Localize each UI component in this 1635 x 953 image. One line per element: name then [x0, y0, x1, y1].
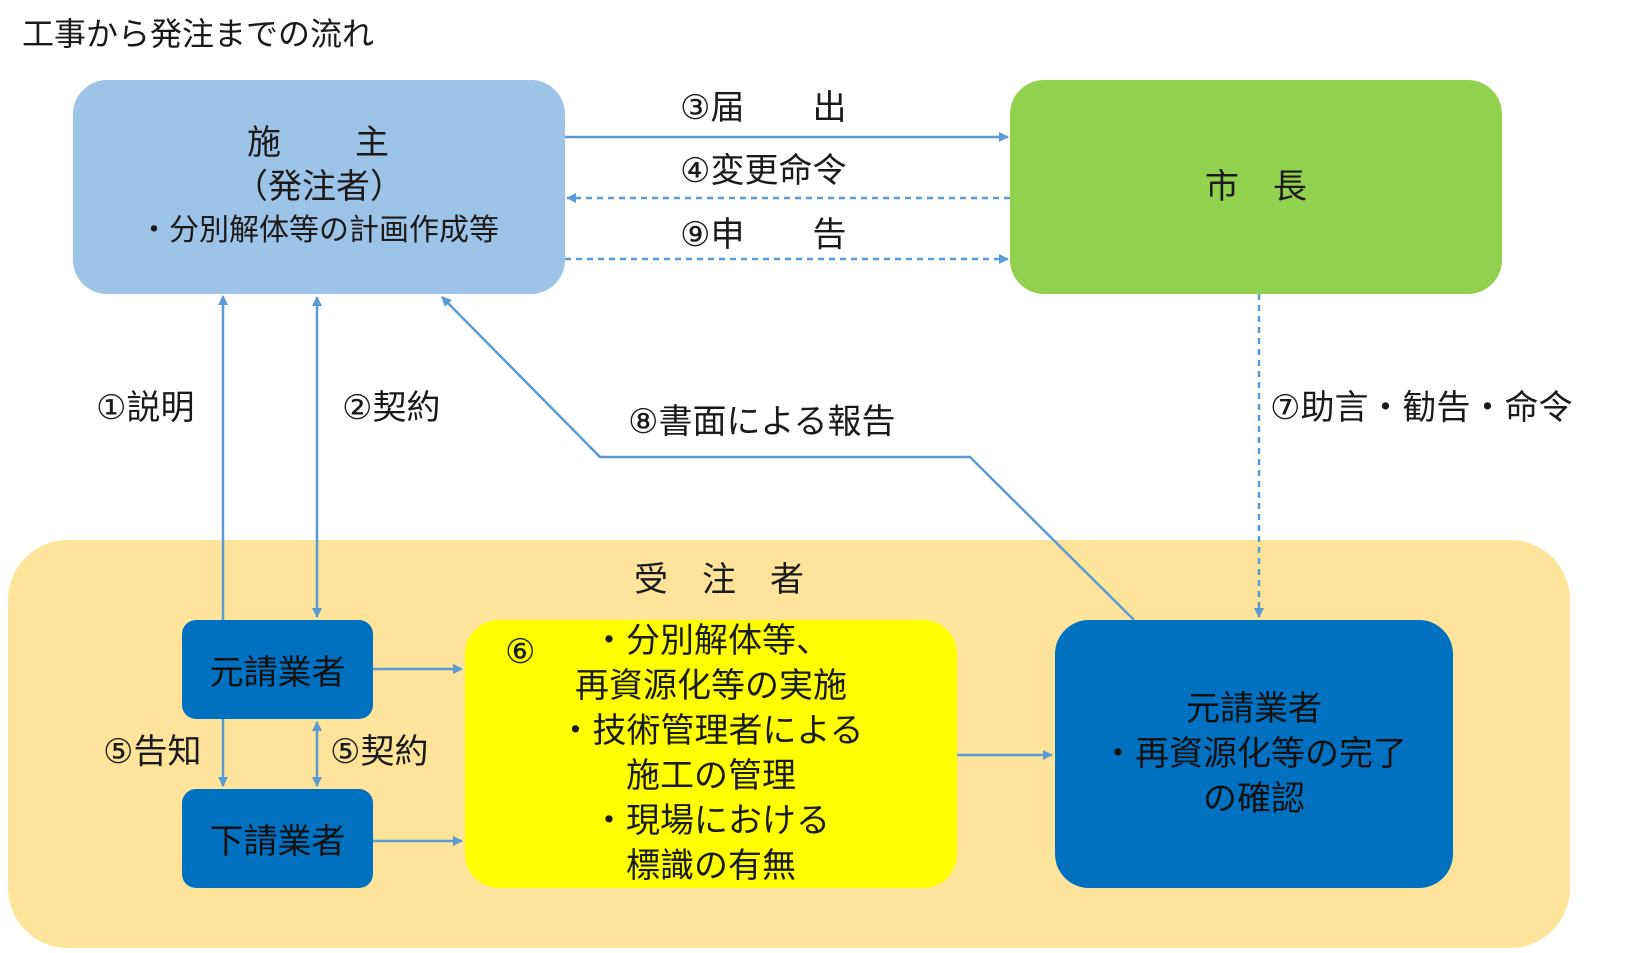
confirmation-line-2: ・再資源化等の完了: [1101, 733, 1407, 774]
work-line-6: 標識の有無: [626, 846, 796, 886]
work-line-2: 再資源化等の実施: [575, 666, 847, 706]
label-explanation: ①説明: [96, 388, 195, 428]
label-notice: ⑤告知: [103, 732, 202, 772]
work-execution-box: ⑥ ・分別解体等、 再資源化等の実施 ・技術管理者による 施工の管理 ・現場にお…: [465, 620, 957, 888]
work-line-5: ・現場における: [592, 801, 830, 841]
work-number: ⑥: [505, 632, 536, 672]
subcontractor-box: 下請業者: [182, 789, 373, 888]
confirmation-line-1: 元請業者: [1186, 688, 1322, 729]
completion-confirmation-box: 元請業者 ・再資源化等の完了 の確認: [1055, 620, 1453, 888]
owner-box: 施 主 （発注者） ・分別解体等の計画作成等: [73, 80, 565, 294]
label-advice: ⑦助言・勧告・命令: [1270, 388, 1573, 428]
contractor-area-label: 受 注 者: [634, 560, 804, 600]
label-contract: ②契約: [342, 388, 441, 428]
diagram-title: 工事から発注までの流れ: [22, 15, 375, 53]
prime-contractor-label: 元請業者: [209, 653, 346, 693]
confirmation-line-3: の確認: [1203, 778, 1305, 819]
label-written-report: ⑧書面による報告: [628, 402, 896, 442]
work-line-3: ・技術管理者による: [558, 711, 864, 751]
mayor-box: 市 長: [1010, 80, 1502, 294]
prime-contractor-box: 元請業者: [182, 620, 373, 719]
subcontractor-label: 下請業者: [209, 822, 346, 862]
label-sub-contract: ⑤契約: [330, 732, 429, 772]
label-change-order: ④変更命令: [680, 151, 847, 191]
work-line-1: ・分別解体等、: [592, 621, 830, 661]
owner-title: 施 主: [247, 123, 391, 163]
work-line-4: 施工の管理: [626, 756, 796, 796]
label-notification: ③届 出: [680, 88, 847, 128]
owner-task: ・分別解体等の計画作成等: [139, 213, 499, 248]
mayor-label: 市 長: [1205, 167, 1307, 207]
arrow-written-report: [441, 296, 1135, 621]
owner-subtitle: （発注者）: [234, 167, 404, 207]
label-declaration: ⑨申 告: [680, 215, 847, 255]
